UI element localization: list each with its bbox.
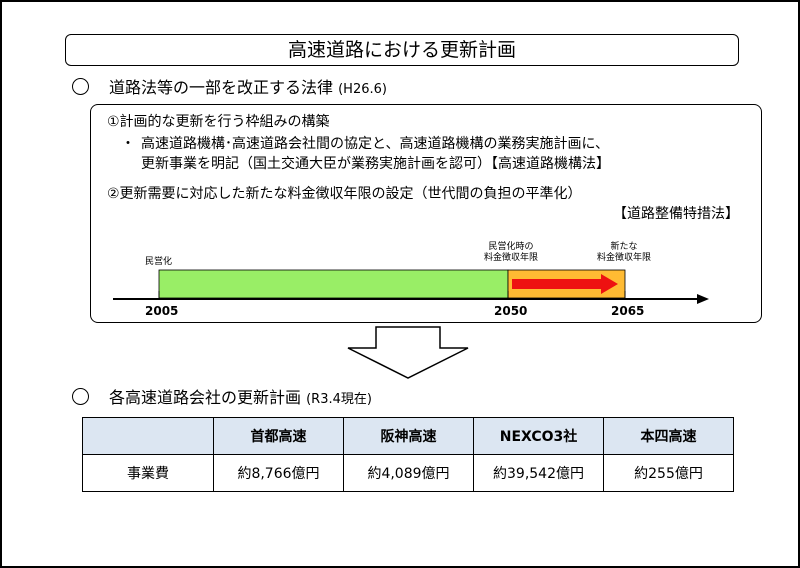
cost-honshi: 約255億円 <box>603 454 734 492</box>
extension-arrow-icon <box>512 274 618 294</box>
page-title: 高速道路における更新計画 <box>65 34 739 66</box>
section-2-date: (R3.4現在) <box>306 392 372 407</box>
item-2-law: 【道路整備特措法】 <box>613 206 739 222</box>
down-arrow-icon <box>347 326 469 379</box>
cost-nexco: 約39,542億円 <box>473 454 604 492</box>
year-2065: 2065 <box>611 304 645 318</box>
axis-arrowhead-icon <box>697 294 709 304</box>
item-1-line-2: 更新事業を明記（国土交通大臣が業務実施計画を認可）【高速道路機構法】 <box>141 156 610 172</box>
item-1-title: ①計画的な更新を行う枠組みの構築 <box>107 114 330 130</box>
table-row: 事業費 約8,766億円 約4,089億円 約39,542億円 約255億円 <box>82 454 734 492</box>
item-2-title: ②更新需要に対応した新たな料金徴収年限の設定（世代間の負担の平準化） <box>107 186 582 202</box>
timeline-bar-original <box>158 269 509 299</box>
header-shutoko: 首都高速 <box>213 417 344 455</box>
circle-bullet-icon <box>72 388 89 405</box>
timeline-label-mid: 民営化時の 料金徴収年限 <box>484 242 539 263</box>
table-corner-cell <box>82 417 214 455</box>
renewal-cost-table: 首都高速 阪神高速 NEXCO3社 本四高速 事業費 約8,766億円 約4,0… <box>82 417 734 492</box>
header-honshi: 本四高速 <box>603 417 734 455</box>
timeline-label-start: 民営化 <box>145 257 173 267</box>
section-2-heading: 各高速道路会社の更新計画 (R3.4現在) <box>72 384 372 408</box>
law-summary-box: ①計画的な更新を行う枠組みの構築 ・ 高速道路機構･高速道路会社間の協定と、高速… <box>90 104 762 323</box>
cost-hanshin: 約4,089億円 <box>343 454 474 492</box>
year-2050: 2050 <box>494 304 528 318</box>
item-1-line-1: 高速道路機構･高速道路会社間の協定と、高速道路機構の業務実施計画に、 <box>141 136 610 152</box>
table-header-row: 首都高速 阪神高速 NEXCO3社 本四高速 <box>82 417 734 455</box>
section-1-heading: 道路法等の一部を改正する法律 (H26.6) <box>72 74 387 98</box>
timeline-graphic <box>113 269 709 304</box>
timeline-label-end: 新たな 料金徴収年限 <box>597 242 652 263</box>
section-1-date: (H26.6) <box>338 82 387 97</box>
circle-bullet-icon <box>72 78 89 95</box>
year-2005: 2005 <box>145 304 179 318</box>
cost-shutoko: 約8,766億円 <box>213 454 344 492</box>
row-label-cost: 事業費 <box>82 454 214 492</box>
header-hanshin: 阪神高速 <box>343 417 474 455</box>
header-nexco: NEXCO3社 <box>473 417 604 455</box>
item-1-bullet: ・ <box>121 136 135 152</box>
